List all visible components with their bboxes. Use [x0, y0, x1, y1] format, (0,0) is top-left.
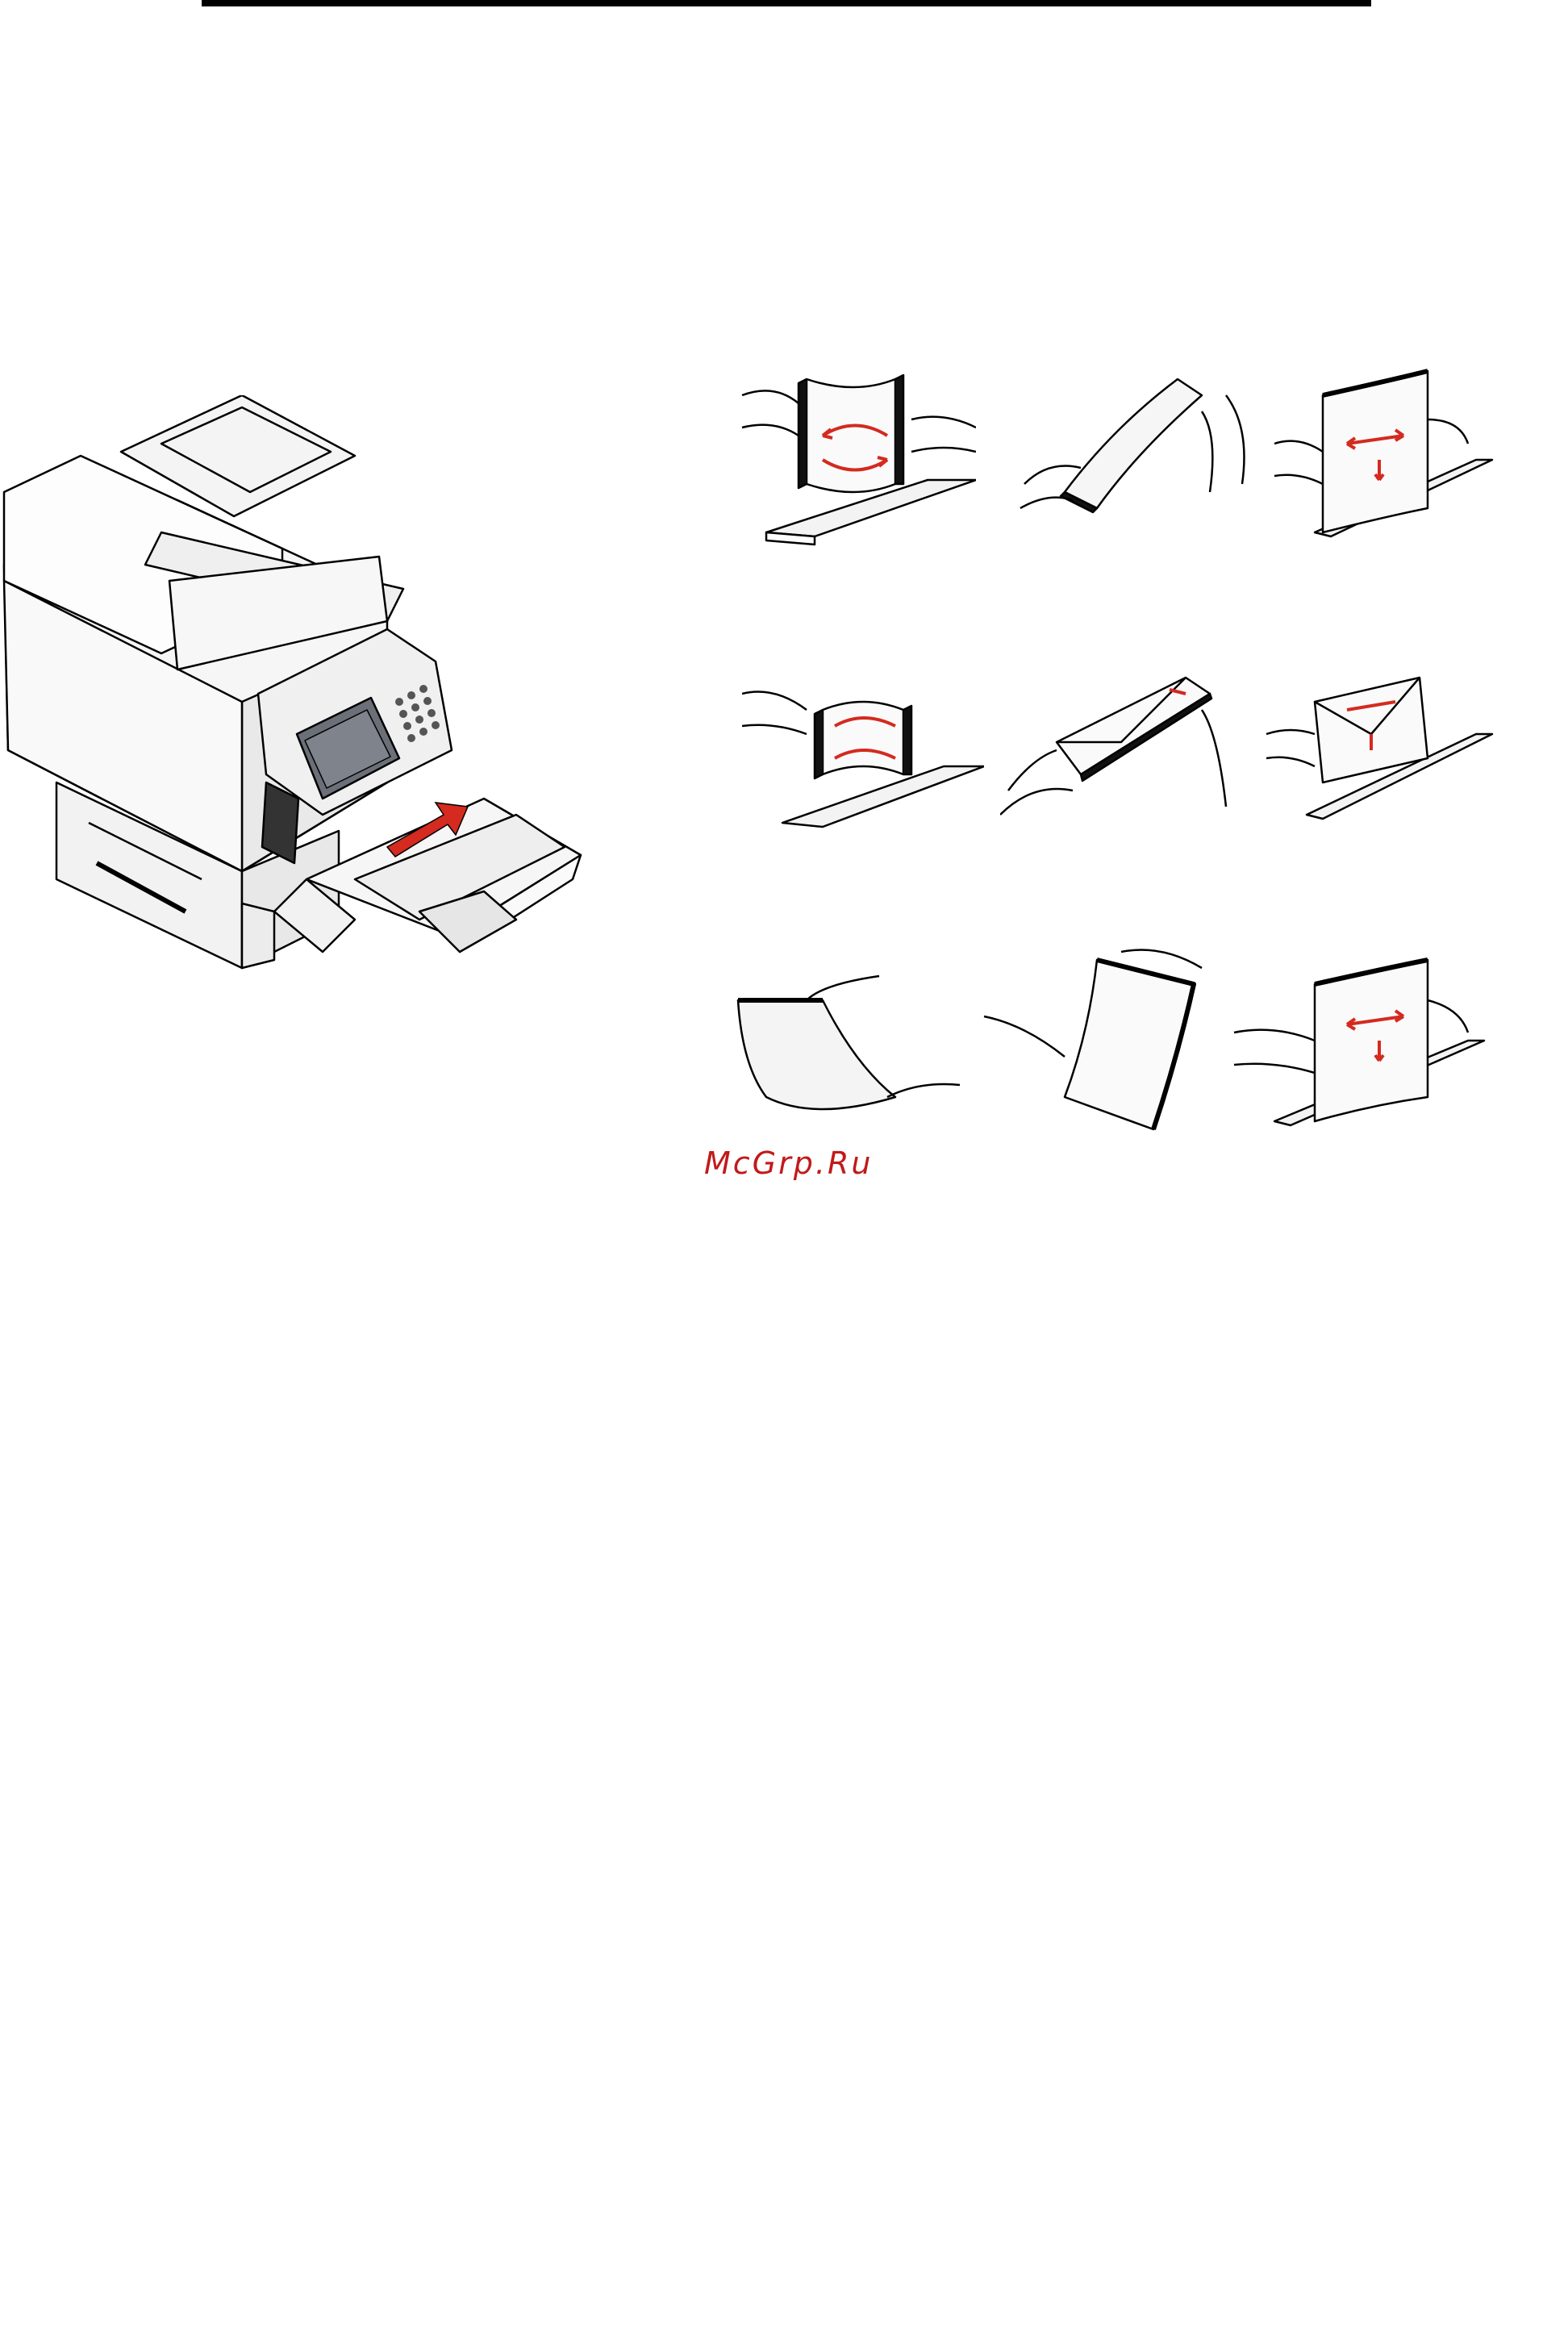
hands-aligning-envelopes-icon — [1258, 645, 1500, 855]
hands-fanning-transparency-icon — [976, 936, 1218, 1145]
hands-fanning-paper-icon — [1016, 347, 1258, 557]
mfp-printer-icon — [0, 395, 629, 992]
printer-illustration — [0, 395, 629, 992]
align-envelopes — [1258, 645, 1500, 855]
flex-envelope-stack — [742, 645, 984, 855]
hands-flexing-envelopes-icon — [742, 645, 984, 855]
hands-aligning-paper-icon — [1266, 347, 1508, 557]
hands-fanning-envelopes-icon — [1000, 645, 1242, 855]
hands-bending-transparency-icon — [734, 936, 984, 1145]
hands-aligning-transparency-icon — [1226, 936, 1492, 1145]
fan-transparencies — [976, 936, 1218, 1145]
align-transparencies — [1226, 936, 1468, 1145]
header-rule — [202, 0, 1371, 6]
align-paper-edges — [1266, 347, 1508, 557]
hands-flexing-paper-icon — [734, 347, 976, 557]
flex-paper-stack — [734, 347, 976, 557]
flex-transparencies — [734, 936, 976, 1145]
watermark: McGrp.Ru — [704, 1145, 873, 1181]
fan-paper-stack — [1016, 347, 1258, 557]
fan-envelopes — [1000, 645, 1242, 855]
